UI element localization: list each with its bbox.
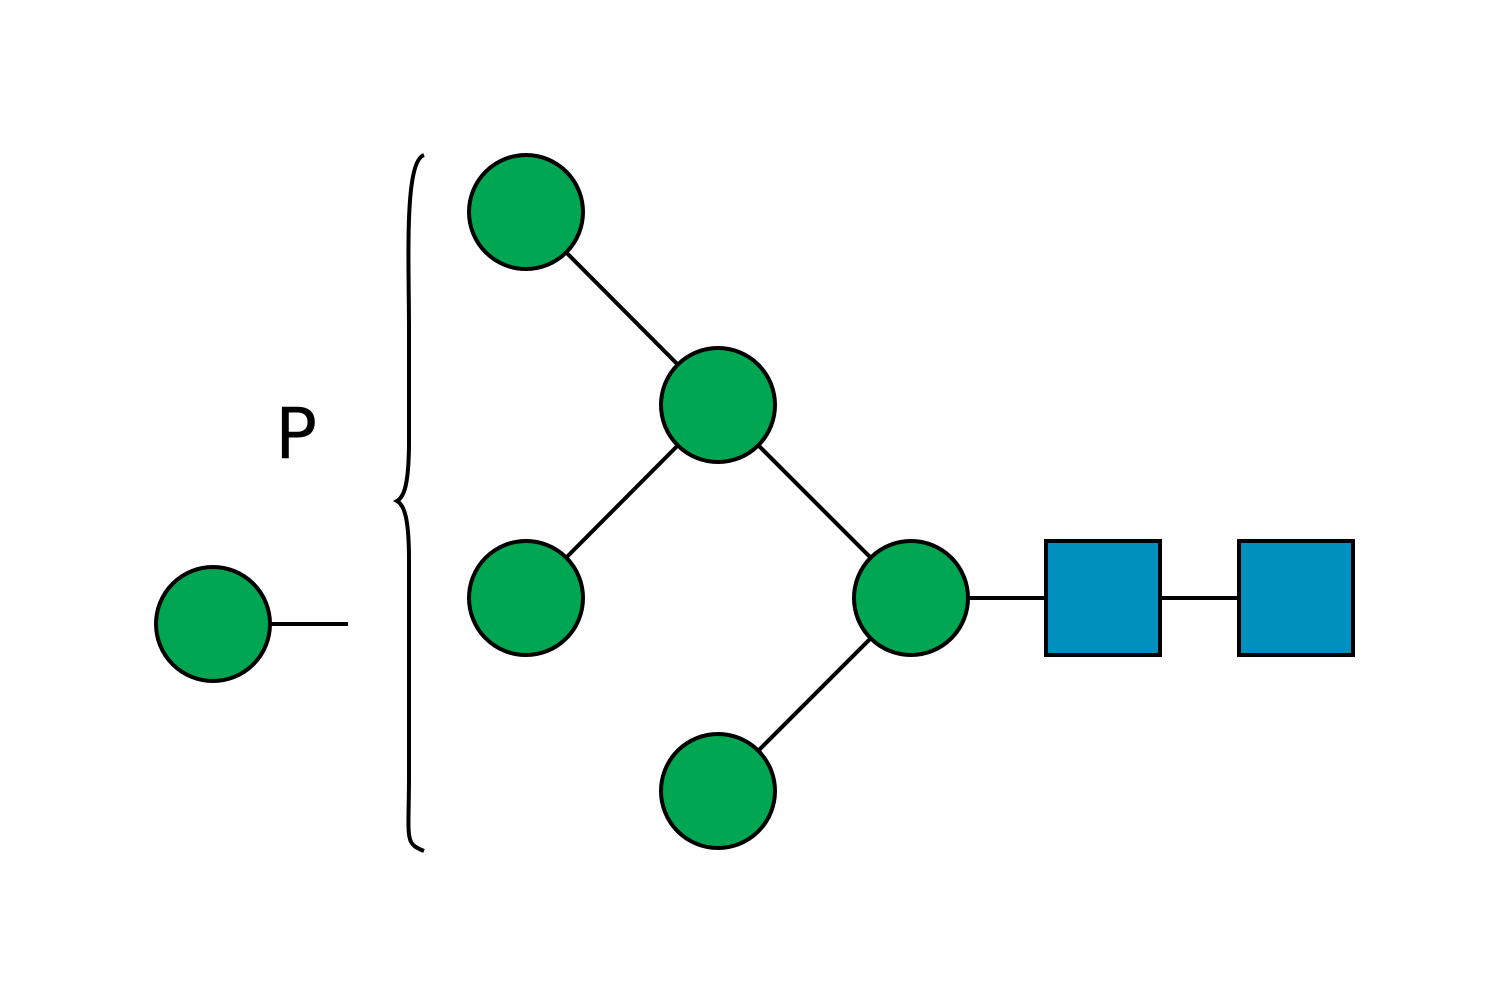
nodes — [154, 153, 1355, 850]
blue-square-icon — [1237, 539, 1355, 657]
green-circle-icon — [659, 732, 777, 850]
green-circle-icon — [659, 346, 777, 464]
curly-bracket — [392, 153, 426, 853]
green-circle-icon — [467, 153, 585, 271]
green-circle-icon — [154, 565, 272, 683]
edges — [213, 210, 1296, 793]
green-circle-icon — [467, 539, 585, 657]
substituent-label-p: P — [275, 393, 317, 475]
blue-square-icon — [1044, 539, 1162, 657]
green-circle-icon — [852, 539, 970, 657]
